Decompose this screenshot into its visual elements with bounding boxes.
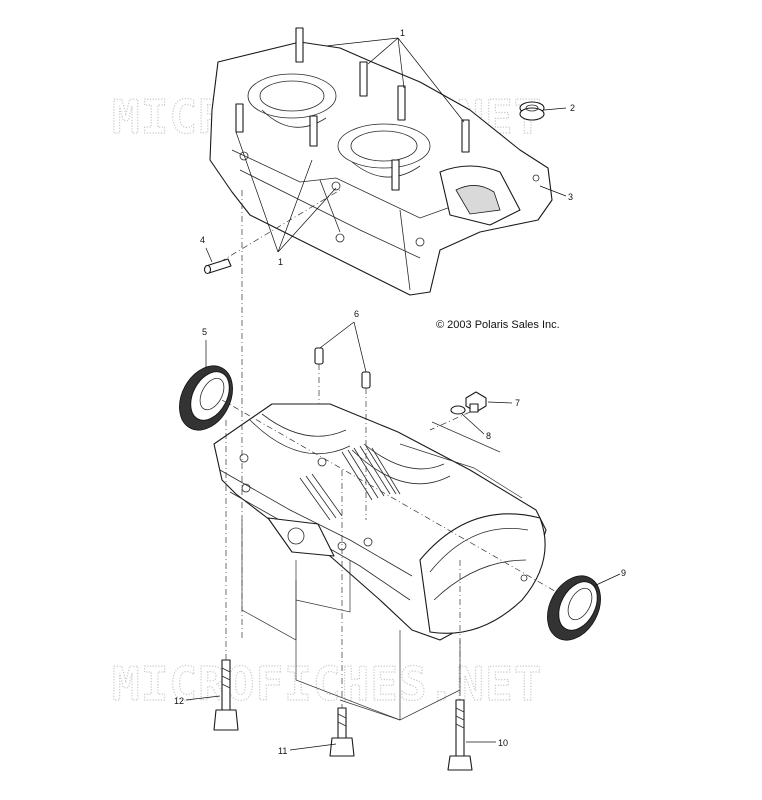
callout-labels: 1 1 2 3 4 5 6 7 8 9 10 11 12 <box>174 28 626 756</box>
callout-1-bottom: 1 <box>278 257 283 267</box>
lower-crankcase <box>213 403 547 641</box>
bolt-part-11 <box>329 707 355 757</box>
callout-9: 9 <box>621 568 626 578</box>
bolt-part-12 <box>213 659 239 731</box>
copyright-notice: © 2003 Polaris Sales Inc. <box>436 319 560 331</box>
callout-5: 5 <box>202 327 207 337</box>
centerlines <box>219 189 561 708</box>
callout-3: 3 <box>568 192 573 202</box>
oil-seal-part-5 <box>179 365 233 431</box>
callout-7: 7 <box>515 398 520 408</box>
stud-set <box>235 27 470 191</box>
pin-part-4 <box>203 258 232 275</box>
callout-2: 2 <box>570 103 575 113</box>
callout-1-top: 1 <box>400 28 405 38</box>
watermark-bottom: MICROFICHES.NET <box>112 657 542 711</box>
callout-8: 8 <box>486 431 491 441</box>
callout-10: 10 <box>498 738 508 748</box>
oil-seal-part-9 <box>547 575 601 641</box>
bolt-part-10 <box>447 699 473 771</box>
callout-6: 6 <box>354 309 359 319</box>
plug-part-7 <box>465 391 487 413</box>
washer-part-8 <box>450 405 466 415</box>
seal-ring-part-2 <box>519 101 545 121</box>
callout-11: 11 <box>278 746 287 756</box>
callout-12: 12 <box>174 696 184 706</box>
leader-lines <box>185 37 621 751</box>
rib-section <box>299 445 401 521</box>
upper-crankcase <box>209 27 553 296</box>
callout-4: 4 <box>200 235 205 245</box>
